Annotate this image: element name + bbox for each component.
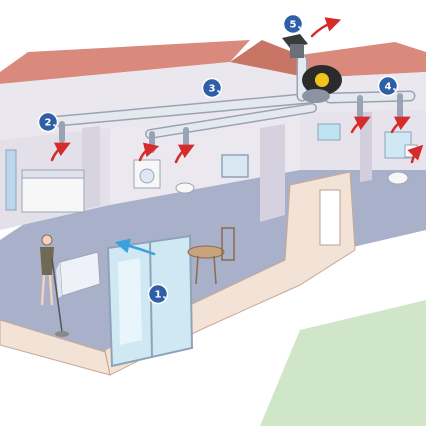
kitchen-partition (82, 126, 100, 210)
extract-arrow-shower (407, 144, 424, 164)
svg-text:4: 4 (385, 82, 392, 93)
svg-text:2: 2 (45, 118, 52, 129)
marker-1: 1 (147, 283, 169, 305)
marker-4: 4 (377, 75, 399, 97)
toilet-middle (175, 182, 195, 194)
duct-network (42, 54, 416, 153)
lawn (260, 300, 426, 426)
marker-3: 3 (201, 77, 223, 99)
left-wall-cut (0, 319, 111, 376)
marker-2: 2 (37, 111, 59, 133)
svg-text:5: 5 (290, 20, 297, 31)
roof-left (0, 40, 250, 84)
svg-text:1: 1 (155, 290, 162, 301)
interior-door (319, 189, 341, 246)
patio-door (106, 234, 194, 368)
room-partition (260, 124, 285, 222)
supply-arrow (114, 238, 156, 256)
sofa (56, 251, 101, 298)
marker-5: 5 (282, 13, 304, 35)
kitchen (5, 149, 85, 213)
extract-arrow-bathroom (350, 116, 371, 134)
svg-text:3: 3 (209, 84, 216, 95)
roof-outlet (282, 34, 308, 58)
extract-arrow-wc (174, 144, 195, 164)
person-vacuuming (40, 234, 69, 337)
extract-arrow-laundry (138, 142, 160, 162)
extract-arrow-kitchen (50, 142, 71, 162)
washing-machine (133, 159, 161, 189)
airflow-arrows (50, 17, 424, 256)
extract-arrow-wc-right (390, 116, 411, 134)
ventilation-unit (302, 65, 342, 103)
exhaust-arrow (310, 17, 342, 38)
dining-set (187, 227, 235, 285)
wall-picture (221, 154, 249, 178)
